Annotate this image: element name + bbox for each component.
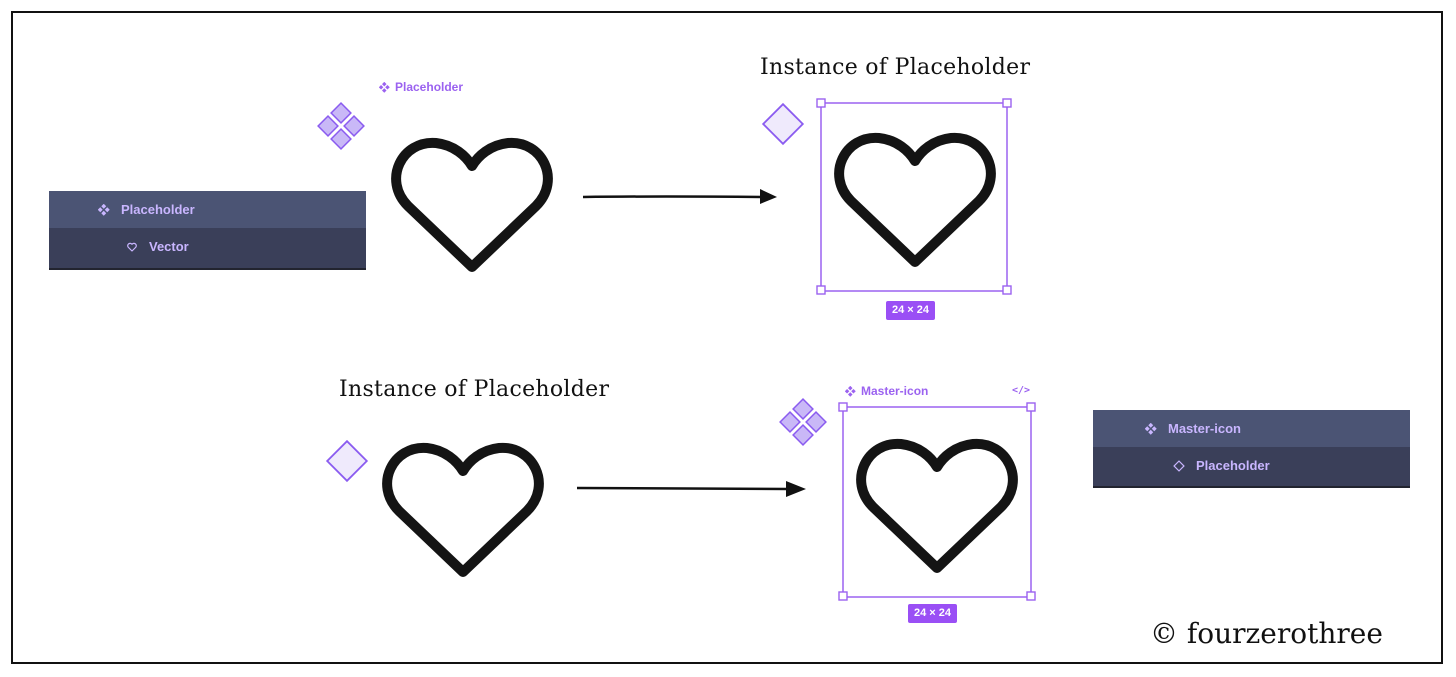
component-frame-label: Placeholder (379, 80, 463, 94)
layer-row-master-icon[interactable]: Master-icon (1093, 410, 1410, 447)
component-icon (1144, 422, 1158, 436)
selection-frame[interactable] (816, 98, 1012, 296)
code-icon[interactable]: </> (1012, 385, 1031, 396)
main-component-icon (317, 102, 365, 150)
component-icon (845, 385, 856, 397)
instance-diamond-icon (761, 102, 805, 146)
selection-frame[interactable] (838, 402, 1036, 602)
component-label-text: Master-icon (861, 384, 929, 398)
component-frame-label: Master-icon (845, 384, 928, 398)
layer-label: Vector (149, 239, 189, 254)
arrow-right-icon (582, 189, 777, 204)
layer-row-placeholder[interactable]: Placeholder (1093, 447, 1410, 484)
main-component-icon (779, 398, 827, 446)
copyright-text: © fourzerothree (1150, 617, 1383, 650)
size-badge: 24 × 24 (886, 301, 936, 320)
heart-icon (391, 137, 553, 272)
instance-title: Instance of Placeholder (760, 55, 1031, 80)
heart-icon (834, 132, 996, 267)
instance-title: Instance of Placeholder (339, 377, 610, 402)
layer-row-vector[interactable]: Vector (49, 228, 366, 265)
layer-label: Placeholder (121, 202, 195, 217)
component-icon (97, 203, 111, 217)
size-badge: 24 × 24 (908, 604, 958, 623)
layer-label: Master-icon (1168, 421, 1241, 436)
heart-icon (856, 438, 1018, 573)
layers-panel-top: Placeholder Vector (49, 191, 366, 268)
component-icon (379, 81, 390, 93)
instance-diamond-icon (1172, 459, 1186, 473)
heart-icon (125, 240, 139, 254)
layer-row-placeholder[interactable]: Placeholder (49, 191, 366, 228)
component-label-text: Placeholder (395, 80, 464, 94)
layers-panel-bottom: Master-icon Placeholder (1093, 410, 1410, 486)
heart-icon (382, 442, 544, 577)
instance-diamond-icon (325, 439, 369, 483)
layer-label: Placeholder (1196, 458, 1270, 473)
diagram-frame (11, 11, 1443, 664)
arrow-right-icon (576, 481, 806, 497)
